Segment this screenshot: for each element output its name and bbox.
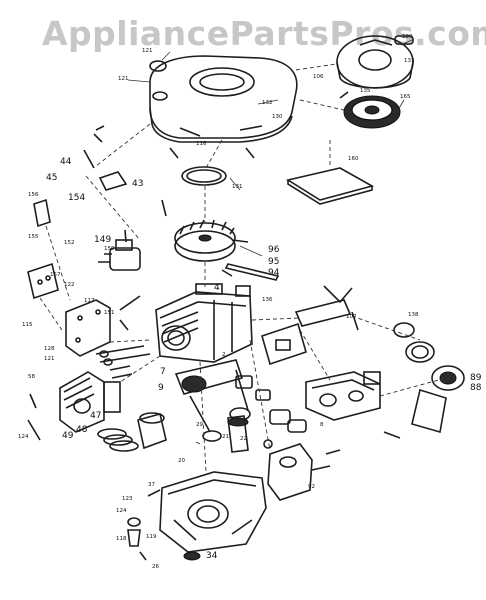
callout-4: 4: [214, 283, 220, 293]
callout-107: 107: [346, 314, 357, 320]
callout-160: 160: [348, 156, 359, 162]
callout-89: 89: [470, 373, 482, 383]
callout-121-lower: 121: [44, 356, 55, 362]
valve-train: [95, 345, 151, 379]
callout-58: 58: [28, 374, 35, 380]
callout-154: 154: [68, 193, 85, 203]
callout-122: 122: [64, 282, 75, 288]
assembly-lines: [39, 63, 447, 473]
callout-29: 29: [196, 422, 203, 428]
callout-132: 132: [262, 100, 273, 106]
intake-manifold: [261, 299, 352, 366]
callout-95: 95: [268, 257, 279, 267]
callout-165: 165: [400, 94, 411, 100]
callout-45: 45: [46, 173, 57, 183]
callout-2: 2: [222, 352, 226, 358]
callout-49: 49: [62, 431, 74, 441]
callout-138: 138: [408, 312, 419, 318]
crankcase-base: [159, 471, 267, 561]
watermark: AppliancePartsPros.com: [42, 14, 486, 53]
callout-119: 119: [146, 534, 157, 540]
callout-149: 149: [94, 235, 111, 245]
callout-117: 117: [84, 298, 95, 304]
ignition-module: [98, 229, 141, 271]
fasteners: [27, 91, 401, 455]
callout-124-lower: 124: [116, 508, 127, 514]
callout-8: 8: [320, 422, 324, 428]
callout-136: 136: [262, 297, 273, 303]
callout-9: 9: [158, 383, 164, 393]
crankshaft: [174, 359, 251, 442]
carburetor: [305, 371, 381, 421]
callout-106: 106: [313, 74, 324, 80]
cylinder-head: [59, 371, 121, 433]
muffler: [263, 439, 331, 501]
governor-link: [221, 263, 280, 281]
cylinder-block: [155, 283, 253, 363]
callout-121: 121: [142, 48, 153, 54]
ring-gasket: [181, 166, 227, 186]
mounting-plate: [65, 299, 111, 357]
callout-156: 156: [28, 192, 39, 198]
callout-116: 116: [196, 141, 207, 147]
callout-labels: 121 121 120 133 106 135 165 132 130 116 …: [18, 34, 482, 570]
bracket-left: [27, 262, 59, 300]
callout-115: 115: [22, 322, 33, 328]
callout-123: 123: [122, 496, 133, 502]
callout-150: 150: [104, 246, 115, 252]
callout-135: 135: [360, 88, 371, 94]
callout-48: 48: [76, 425, 88, 435]
callout-131: 131: [232, 184, 243, 190]
callout-130: 130: [272, 114, 283, 120]
screen-plate: [285, 167, 375, 205]
callout-155: 155: [28, 234, 39, 240]
callout-43: 43: [132, 179, 143, 189]
callout-22: 22: [240, 436, 247, 442]
callout-34: 34: [206, 551, 218, 561]
piston-assembly: [97, 412, 167, 452]
callout-37: 37: [148, 482, 155, 488]
callout-118: 118: [116, 536, 127, 542]
callout-121: 121: [118, 76, 129, 82]
callout-47: 47: [90, 411, 101, 421]
callout-88: 88: [470, 383, 482, 393]
callout-96: 96: [268, 245, 280, 255]
air-filter-parts: [393, 322, 465, 434]
callout-124: 124: [18, 434, 29, 440]
callout-128: 128: [44, 346, 55, 352]
callout-151: 151: [104, 310, 115, 316]
callout-92: 92: [308, 484, 315, 490]
callout-94: 94: [268, 268, 280, 278]
gasket-set: [235, 375, 307, 433]
starter-pulley: [343, 95, 401, 129]
clip-left: [33, 198, 51, 228]
callout-133: 133: [404, 58, 415, 64]
recoil-starter: [336, 35, 414, 89]
callout-120: 120: [402, 34, 413, 40]
callout-157: 157: [50, 272, 61, 278]
leader-lines: [127, 39, 413, 445]
callout-152: 152: [64, 240, 75, 246]
flywheel: [174, 219, 249, 262]
callout-21: 21: [222, 434, 229, 440]
oil-fill-parts: [127, 489, 161, 561]
callout-44: 44: [60, 157, 72, 167]
camshaft: [227, 415, 249, 453]
callout-26: 26: [152, 564, 159, 570]
callout-20: 20: [178, 458, 185, 464]
blower-housing: [149, 55, 298, 143]
callout-7: 7: [160, 367, 166, 377]
